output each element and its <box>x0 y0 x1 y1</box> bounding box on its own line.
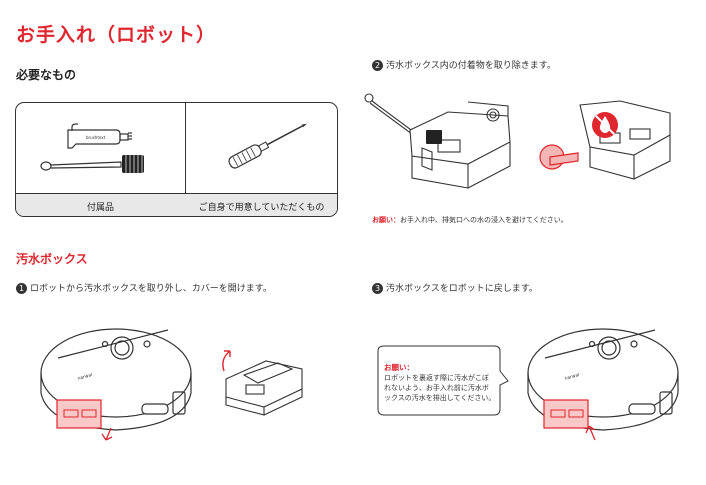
step-2-number: 2 <box>372 60 383 71</box>
accessory-label: 付属品 <box>86 203 114 213</box>
required-items-heading: 必要なもの <box>16 68 77 82</box>
speech-bubble <box>377 345 509 416</box>
page-title: お手入れ（ロボット） <box>16 24 217 46</box>
bubble-line-3: ックスの汚水を排出してください。 <box>384 394 496 402</box>
step-3-text: 汚水ボックスをロボットに戻します。 <box>386 284 538 294</box>
bubble-line-2: れないよう、お手入れ前に汚水ボ <box>384 384 489 392</box>
note-exhaust: お願い：お手入れ中、排気口への水の浸入を避けてください。 <box>372 215 568 225</box>
bubble-content: お願い： ロボットを裏返す際に汚水がこぼ れないよう、お手入れ前に汚水ボ ックス… <box>384 362 506 403</box>
brush-cleaning-box-illustration <box>364 93 511 189</box>
step-1-text: ロボットから汚水ボックスを取り外し、カバーを開けます。 <box>30 284 272 294</box>
robot-illustration-right: narwal <box>527 328 679 441</box>
robot-brand-logo-left: narwal <box>77 372 93 382</box>
brush-label: brushtext <box>86 135 106 140</box>
note-exhaust-label: お願い： <box>372 216 400 224</box>
bubble-title: お願い： <box>384 363 414 372</box>
water-warning-illustration <box>539 100 671 180</box>
required-items-table: brushtext 付属品 ご自身で用意していただくもの <box>15 102 338 217</box>
robot-brand-logo-right: narwal <box>564 372 580 382</box>
step-3-number: 3 <box>372 283 383 294</box>
robot-illustration-left: narwal <box>40 328 192 441</box>
note-exhaust-text: お手入れ中、排気口への水の浸入を避けてください。 <box>400 216 568 224</box>
table-footer: 付属品 ご自身で用意していただくもの <box>16 193 337 216</box>
wastewater-box-open-illustration <box>222 350 303 416</box>
cleaning-brush-illustration: brushtext <box>40 123 144 173</box>
table-divider <box>185 103 186 216</box>
step-2-text: 汚水ボックス内の付着物を取り除きます。 <box>386 61 556 71</box>
bubble-line-1: ロボットを裏返す際に汚水がこぼ <box>384 374 489 382</box>
wastewater-heading: 汚水ボックス <box>16 252 88 266</box>
step-1-number: 1 <box>16 283 27 294</box>
screwdriver-illustration <box>228 123 307 169</box>
user-prepared-label: ご自身で用意していただくもの <box>198 203 325 213</box>
